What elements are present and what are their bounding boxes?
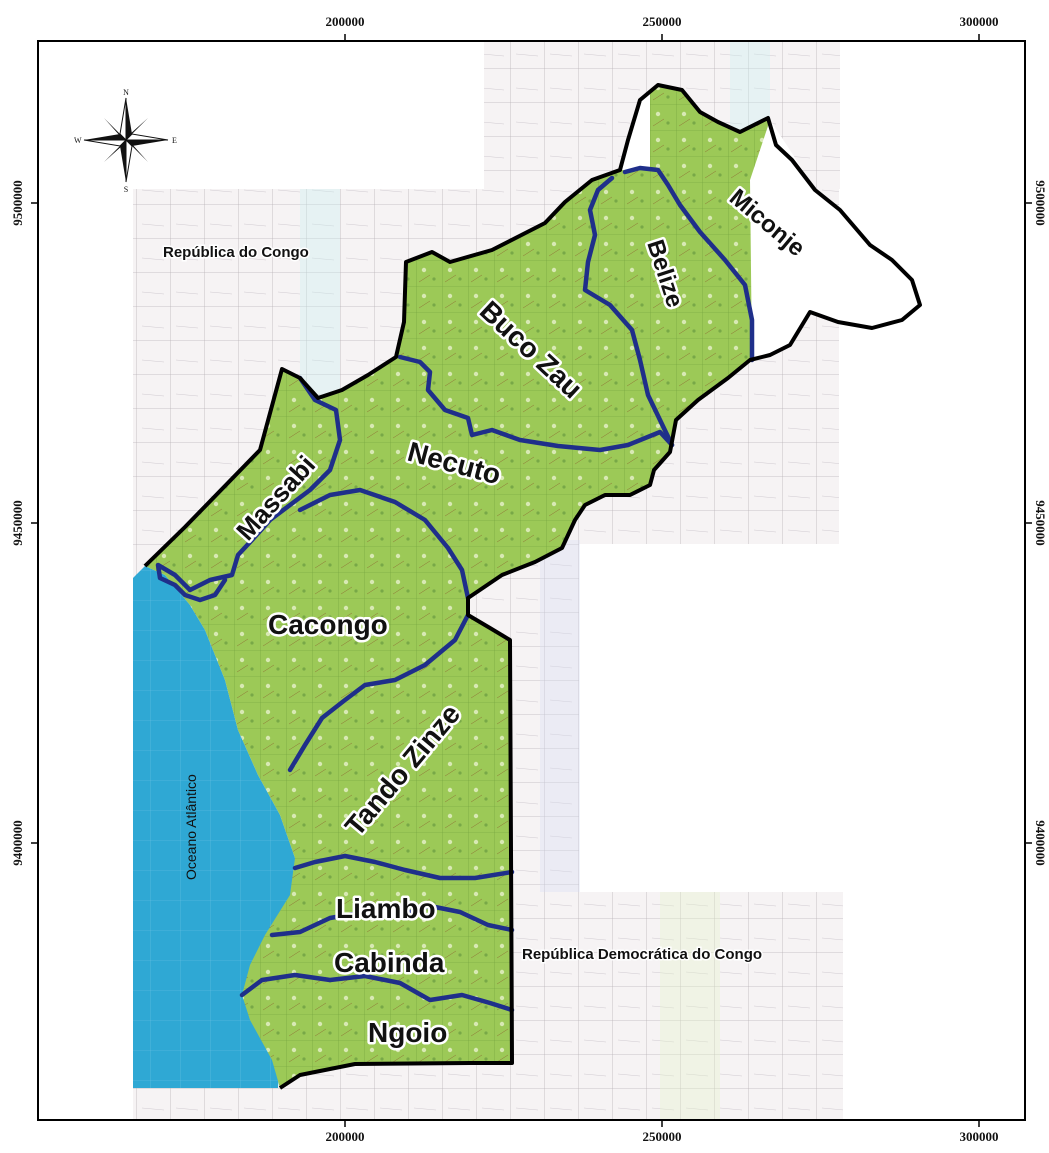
label-cabinda: Cabinda: [334, 947, 445, 978]
boundary-necuto-massabi: [155, 375, 343, 603]
label-cacongo: Cacongo: [268, 609, 388, 640]
y-tick-label-left: 9400000: [10, 820, 25, 866]
x-tick-label-bottom: 300000: [960, 1129, 999, 1144]
boundary-liambo-cabinda: [269, 903, 515, 938]
boundary-buco-zau-belize: [582, 175, 675, 448]
x-tick-label-top: 300000: [960, 14, 999, 29]
y-tick-label-right: 9400000: [1033, 820, 1048, 866]
map-frame: [37, 40, 1026, 1121]
y-tick-label-right: 9500000: [1033, 180, 1048, 226]
label-dr-congo: República Democrática do Congo: [522, 946, 762, 963]
y-tick-label-right: 9450000: [1033, 500, 1048, 546]
tile-tint-4: [540, 540, 580, 892]
municipality-boundaries: [155, 165, 755, 1013]
boundary-cabinda-ngoio: [239, 972, 515, 1013]
compass-north: N: [123, 88, 129, 97]
boundary-buco-zau-necuto: [397, 354, 675, 453]
compass-rose-icon: N S E W: [74, 88, 177, 194]
label-liambo: Liambo: [336, 893, 436, 924]
boundary-necuto-cacongo: [297, 487, 471, 601]
y-tick-label-left: 9500000: [10, 180, 25, 226]
tile-tint-3: [660, 892, 720, 1120]
x-tick-label-bottom: 200000: [326, 1129, 365, 1144]
boundary-cacongo-tando: [287, 612, 471, 773]
label-ngoio: Ngoio: [368, 1017, 447, 1048]
province-outline: [143, 83, 922, 1090]
compass-west: W: [74, 136, 82, 145]
x-tick-label-bottom: 250000: [643, 1129, 682, 1144]
province-land: [145, 85, 920, 1088]
unmapped-area: [750, 120, 920, 360]
boundary-belize-miconje: [622, 165, 755, 363]
unmapped-area-top: [620, 90, 650, 170]
x-tick-label-top: 200000: [326, 14, 365, 29]
label-republic-of-congo: República do Congo: [163, 244, 309, 261]
boundary-tando-liambo: [292, 853, 515, 881]
y-tick-label-left: 9450000: [10, 500, 25, 546]
tick-marks: [31, 34, 1032, 1127]
compass-south: S: [124, 185, 128, 194]
compass-east: E: [172, 136, 177, 145]
x-tick-label-top: 250000: [643, 14, 682, 29]
label-atlantic-ocean: Oceano Atlântico: [183, 774, 199, 880]
